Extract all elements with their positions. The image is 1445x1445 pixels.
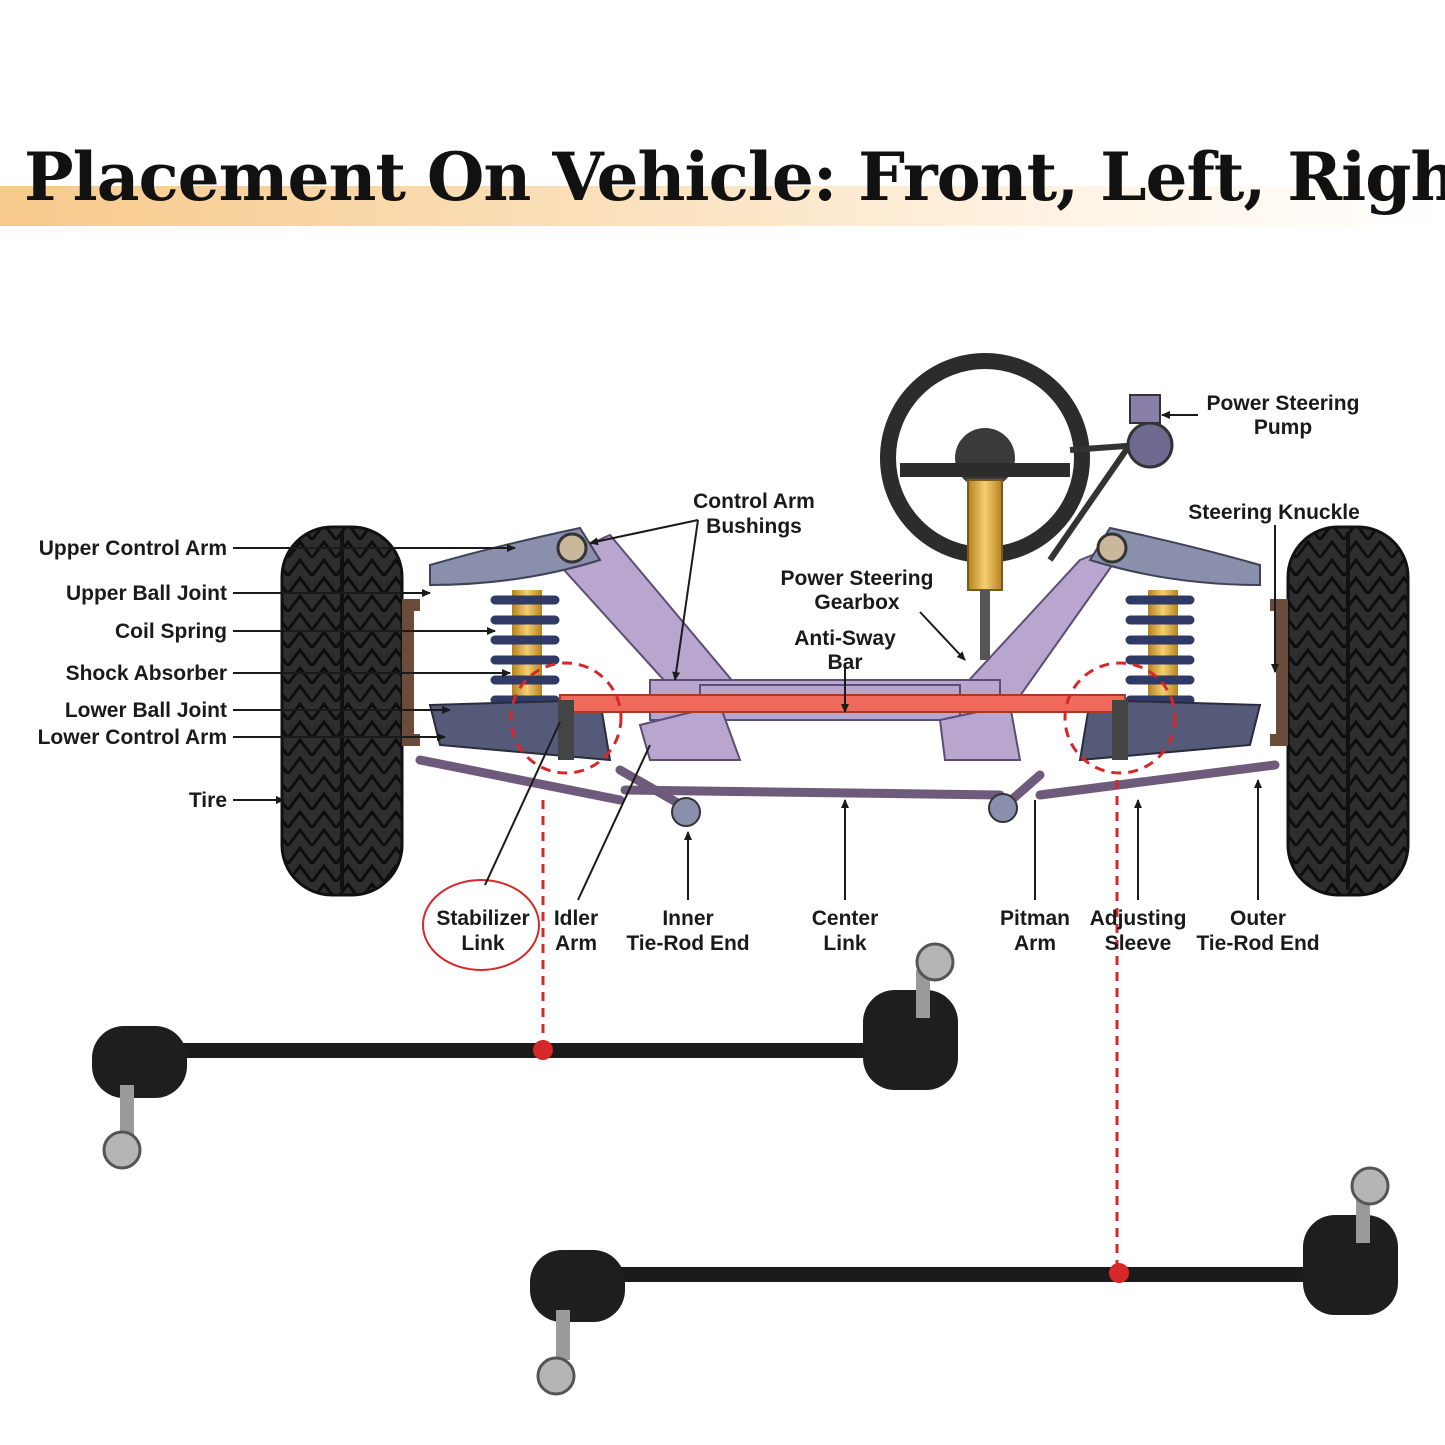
label-power-steering-gearbox-1: Power Steering: [781, 567, 934, 590]
label-coil-spring: Coil Spring: [115, 620, 227, 643]
label-power-steering-gearbox-2: Gearbox: [814, 591, 900, 614]
stabilizer-link-right: [1112, 700, 1128, 760]
coil-spring-left: [490, 590, 560, 710]
steering-wheel-icon: [880, 353, 1090, 660]
page-title: Placement On Vehicle: Front, Left, Right: [24, 138, 1445, 216]
power-steering-pump-icon: [1047, 394, 1174, 562]
stabilizer-link-left: [558, 700, 574, 760]
label-upper-control-arm: Upper Control Arm: [39, 537, 227, 560]
label-power-steering-pump-1: Power Steering: [1207, 392, 1360, 415]
label-center-link-2: Link: [823, 932, 866, 955]
stabilizer-link-part-icon: [530, 1166, 1398, 1396]
label-shock-absorber: Shock Absorber: [66, 662, 227, 685]
stabilizer-link-part-icon: [92, 942, 958, 1170]
connector-dot-right: [1109, 1263, 1129, 1283]
label-anti-sway-bar-2: Bar: [827, 651, 862, 674]
label-lower-control-arm: Lower Control Arm: [38, 726, 227, 749]
label-pitman-arm-1: Pitman: [1000, 907, 1070, 930]
label-lower-ball-joint: Lower Ball Joint: [65, 699, 227, 722]
label-pitman-arm-2: Arm: [1014, 932, 1056, 955]
label-tire: Tire: [189, 789, 227, 812]
label-steering-knuckle: Steering Knuckle: [1188, 501, 1360, 524]
label-stabilizer-link-2: Link: [461, 932, 504, 955]
stabilizer-link-highlight-left: [509, 661, 623, 775]
label-inner-tie-rod-1: Inner: [662, 907, 713, 930]
steering-linkage: [415, 755, 1280, 815]
label-power-steering-pump-2: Pump: [1254, 416, 1312, 439]
label-outer-tie-rod-2: Tie-Rod End: [1196, 932, 1319, 955]
label-idler-arm-2: Arm: [555, 932, 597, 955]
coil-spring-right: [1125, 590, 1195, 710]
tire-right-icon: [1286, 525, 1410, 897]
label-adjusting-sleeve-1: Adjusting: [1090, 907, 1187, 930]
label-upper-ball-joint: Upper Ball Joint: [66, 582, 227, 605]
leader-lines: [233, 411, 1279, 901]
stabilizer-link-highlight-right: [1063, 661, 1177, 775]
label-adjusting-sleeve-2: Sleeve: [1105, 932, 1172, 955]
title-highlight-band: [0, 186, 1445, 226]
label-center-link-1: Center: [812, 907, 879, 930]
label-outer-tie-rod-1: Outer: [1230, 907, 1286, 930]
label-inner-tie-rod-2: Tie-Rod End: [626, 932, 749, 955]
label-anti-sway-bar-1: Anti-Sway: [794, 627, 896, 650]
anti-sway-bar: [559, 694, 1126, 713]
connector-dot-left: [533, 1040, 553, 1060]
label-stabilizer-link-1: Stabilizer: [436, 907, 529, 930]
label-idler-arm-1: Idler: [554, 907, 598, 930]
label-control-arm-bushings-1: Control Arm: [693, 490, 815, 513]
label-control-arm-bushings-2: Bushings: [706, 515, 802, 538]
upper-control-arms: [429, 526, 1261, 587]
stabilizer-label-circle: [422, 879, 540, 971]
